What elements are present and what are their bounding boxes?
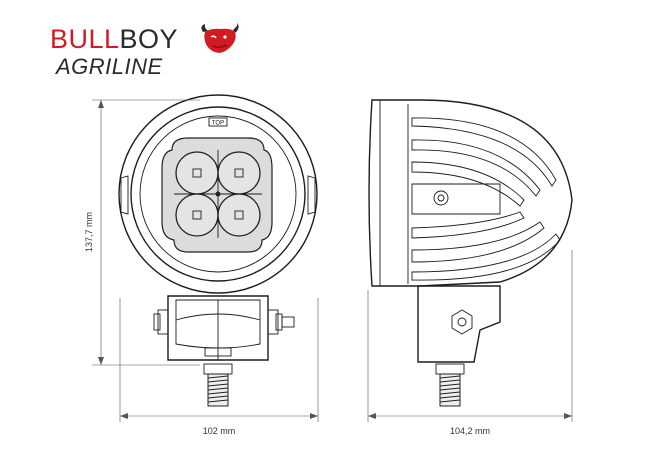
led-lens-top-right [217,151,261,195]
right-housing-tab [307,175,316,215]
top-mark-label: TOP [212,121,224,127]
brand-name: BULLBOY [50,24,178,55]
led-lens-bottom-left [175,193,219,237]
front-width-dimension: 102 mm [119,298,319,436]
threaded-stud [203,363,233,407]
outer-housing-ring [118,94,318,294]
inner-housing-ring [130,106,306,282]
bracket-bolts [153,309,295,335]
cooling-fins [411,117,561,281]
top-mark-box [208,117,228,127]
left-housing-tab [120,175,129,215]
side-housing [368,99,573,287]
mounting-bracket [167,295,269,361]
height-dimension-label: 137,7 mm [84,212,94,252]
side-threaded-stud [435,363,465,407]
brand-subline: AGRILINE [56,54,163,79]
led-lens-top-left [175,151,219,195]
side-view [368,99,573,407]
led-chips [192,168,244,220]
height-dimension: 137,7 mm [84,99,200,366]
bezel-ring [139,115,297,273]
front-view: TOP [118,94,318,407]
side-bracket [417,285,501,363]
brand-name-part1: BULL [50,24,120,54]
side-depth-dimension-label: 104,2 mm [450,426,490,436]
front-width-dimension-label: 102 mm [203,426,236,436]
led-lens-bottom-right [217,193,261,237]
bull-head-icon [201,22,239,53]
brand-name-part2: BOY [119,24,179,54]
side-depth-dimension: 104,2 mm [367,250,573,436]
